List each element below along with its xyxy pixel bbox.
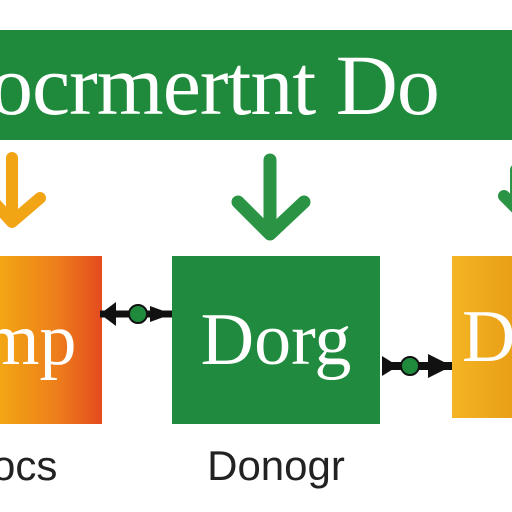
- down-arrow-left-icon: [0, 152, 46, 228]
- box-center-label: Dorg: [200, 299, 352, 381]
- connector-arrow-right-icon: [382, 354, 452, 378]
- down-arrow-center-icon: [231, 153, 311, 241]
- box-right-label: D: [462, 296, 512, 378]
- caption-center: Donogr: [207, 442, 345, 489]
- caption-left: ocs: [0, 442, 58, 489]
- box-left-label: mp: [0, 299, 77, 381]
- process-box-center: Dorg: [172, 256, 380, 424]
- process-box-left: mp: [0, 256, 102, 424]
- down-arrow-right-icon: [498, 165, 512, 213]
- process-box-right: D: [452, 256, 512, 418]
- title-banner: ocrmertnt Do: [0, 30, 512, 140]
- connector-arrow-left-icon: [100, 302, 172, 326]
- banner-title: ocrmertnt Do: [0, 37, 440, 133]
